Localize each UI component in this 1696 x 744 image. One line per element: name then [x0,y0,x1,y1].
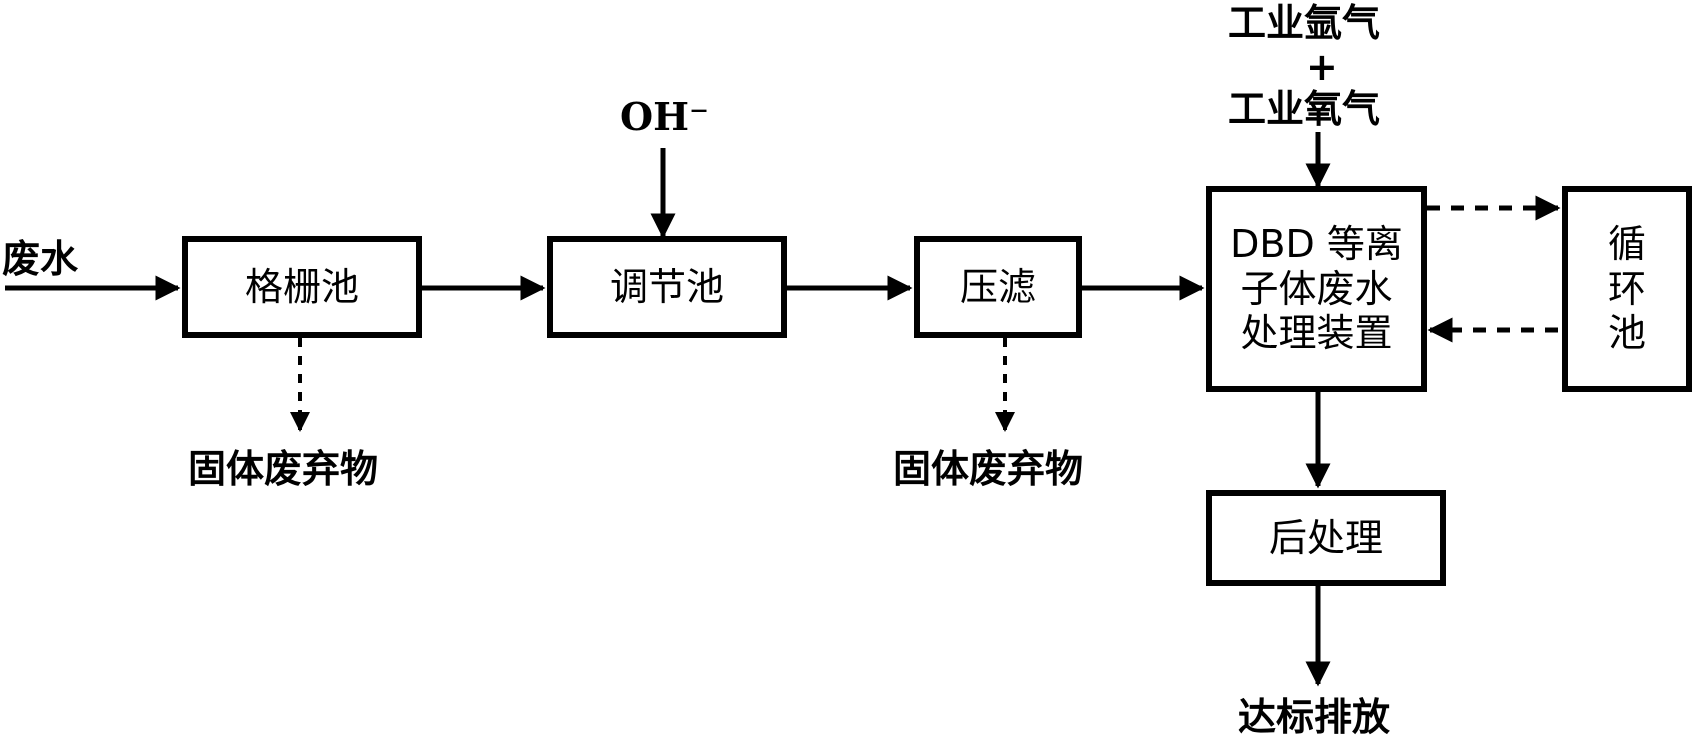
gas-line1-label: 工业氩气 [1228,1,1381,45]
discharge-label: 达标排放 [1238,695,1391,739]
filter-press-label: 压滤 [959,264,1036,309]
filter-press-box: 压滤 [914,236,1082,338]
solid-waste-label-2: 固体废弃物 [893,447,1084,491]
circulation-line1-label: 循 [1607,221,1646,266]
circulation-line3-label: 池 [1607,311,1646,356]
dbd-plasma-device-box: DBD 等离 子体废水 处理装置 [1206,186,1427,392]
dbd-line3-label: 处理装置 [1240,311,1393,356]
gas-line2-label: 工业氧气 [1228,87,1381,131]
gas-plus-label: + [1306,45,1338,89]
circulation-line2-label: 环 [1607,266,1646,311]
post-treatment-box: 后处理 [1206,490,1446,586]
circulation-tank-box: 循 环 池 [1562,186,1692,392]
dbd-line2-label: 子体废水 [1240,266,1393,311]
grid-tank-box: 格栅池 [182,236,422,338]
grid-tank-label: 格栅池 [244,264,359,309]
dbd-line1-label: DBD 等离 [1230,221,1403,266]
regulating-tank-box: 调节池 [547,236,787,338]
wastewater-label: 废水 [2,237,79,281]
post-treatment-label: 后处理 [1268,515,1383,560]
solid-waste-label-1: 固体废弃物 [188,447,379,491]
alkali-label: OH⁻ [620,94,710,139]
regulating-tank-label: 调节池 [609,264,724,309]
